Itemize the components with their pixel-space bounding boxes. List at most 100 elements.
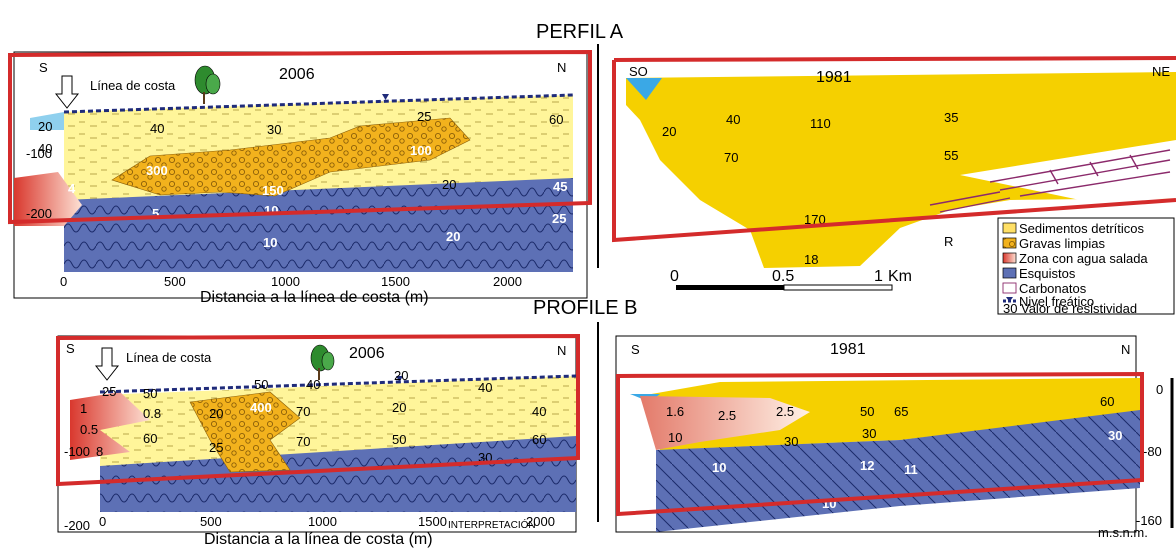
legend-swatch (1002, 222, 1017, 234)
depth-unit: m.s.n.m. (1098, 525, 1148, 540)
resistivity-value: 40 (306, 377, 320, 392)
coast-label: Línea de costa (90, 78, 176, 93)
x-tick-label: 2000 (526, 514, 555, 529)
x-axis-title: Distancia a la línea de costa (m) (200, 289, 429, 306)
direction-right: N (557, 343, 566, 358)
tree-icon (194, 65, 221, 104)
y-tick-label: -100 (26, 146, 52, 161)
x-tick-label: 500 (200, 514, 222, 529)
resistivity-value: 10 (668, 430, 682, 445)
resistivity-value: 25 (417, 109, 431, 124)
legend-swatch (1002, 252, 1017, 264)
direction-left: SO (629, 64, 648, 79)
legend-label: Carbonatos (1019, 281, 1087, 296)
highlight-frame (616, 371, 1144, 517)
sediment-layer (626, 72, 1176, 268)
water-table-line (99, 374, 577, 394)
resistivity-value: 40 (532, 404, 546, 419)
scale-tick: 1 (874, 268, 883, 285)
resistivity-value: 150 (262, 183, 284, 198)
resistivity-value: 0.8 (143, 406, 161, 421)
legend-value-label: Valor de resistividad (1021, 301, 1137, 316)
panel-year: 1981 (830, 341, 866, 358)
legend-label: Nivel freático (1019, 294, 1094, 309)
resistivity-value: 25 (209, 440, 223, 455)
resistivity-value: 25 (102, 384, 116, 399)
resistivity-value: 50 (254, 377, 268, 392)
panel-profile-a-1981: SO NE 1981 40 110 35 20 70 55 170 18 R (612, 56, 1176, 268)
water-table-marker-icon (382, 94, 389, 100)
resistivity-value: 1 (80, 401, 87, 416)
scale-tick: 0.5 (772, 268, 794, 285)
panel-year: 1981 (816, 69, 852, 86)
resistivity-value: 10 (263, 235, 277, 250)
x-tick-label: 1000 (271, 274, 300, 289)
saltwater-zone (14, 172, 82, 226)
resistivity-value: 40 (726, 112, 740, 127)
resistivity-value: 40 (150, 121, 164, 136)
resistivity-value: 2.5 (776, 404, 794, 419)
y-tick-label: -200 (26, 206, 52, 221)
panel-profile-b-1981: S N 1981 1.6 2.5 2.5 50 65 60 10 30 30 3… (615, 335, 1174, 540)
resistivity-value: 400 (250, 400, 272, 415)
resistivity-value: 70 (724, 150, 738, 165)
resistivity-value: 8 (96, 444, 103, 459)
resistivity-value: 30 (784, 434, 798, 449)
title-profile-b: PROFILE B (533, 297, 637, 319)
resistivity-value: 12 (860, 458, 874, 473)
resistivity-value: 70 (296, 404, 310, 419)
depth-tick: -160 (1136, 513, 1162, 528)
coast-label: Línea de costa (126, 350, 212, 365)
schist-layer (64, 178, 573, 272)
resistivity-value: 20 (38, 119, 52, 134)
depth-tick: 0 (1156, 382, 1163, 397)
schist-layer (656, 410, 1140, 532)
resistivity-value: 55 (944, 148, 958, 163)
direction-left: S (631, 342, 640, 357)
direction-left: S (39, 60, 48, 75)
legend-swatch (1002, 267, 1017, 279)
scale-tick: 0 (670, 268, 679, 285)
resistivity-value: 100 (410, 143, 432, 158)
saltwater-zone (640, 396, 810, 450)
legend: Sedimentos detríticos Gravas limpias Zon… (997, 217, 1175, 316)
resistivity-value: 20 (446, 229, 460, 244)
legend-label: Esquistos (1019, 266, 1076, 281)
resistivity-value: 170 (804, 212, 826, 227)
resistivity-value: 11 (904, 462, 918, 477)
highlight-frame (56, 333, 580, 487)
resistivity-value: 70 (296, 434, 310, 449)
carbonate-zone (960, 140, 1176, 200)
legend-swatch (1002, 282, 1017, 294)
gravel-lens (111, 117, 471, 197)
panel-profile-a-2006: Línea de costa 2006 S N 20 40 30 25 60 4… (8, 49, 592, 306)
gravel-lens (189, 391, 301, 473)
resistivity-value: 20 (392, 400, 406, 415)
resistivity-value: 2.5 (718, 408, 736, 423)
x-tick-label: 2000 (493, 274, 522, 289)
resistivity-value: 4 (68, 181, 76, 196)
resistivity-value: 5 (152, 206, 159, 221)
resistivity-value: 20 (209, 406, 223, 421)
x-axis-title: Distancia a la línea de costa (m) (204, 531, 433, 548)
coast-arrow-icon (94, 347, 120, 381)
resistivity-value: 110 (810, 116, 831, 131)
scale-bar: 0 0.5 1 Km (670, 268, 912, 291)
direction-right: NE (1152, 64, 1170, 79)
resistivity-value: 0.5 (80, 422, 98, 437)
resistivity-value: 300 (146, 163, 168, 178)
resistivity-value: 30 (862, 426, 876, 441)
resistivity-value: 65 (894, 404, 908, 419)
resistivity-value: 60 (532, 432, 546, 447)
direction-right: N (557, 60, 566, 75)
x-tick-label: 0 (99, 514, 106, 529)
resistivity-value: 30 (267, 122, 281, 137)
y-tick-label: -200 (64, 518, 90, 533)
resistivity-value: 50 (392, 432, 406, 447)
resistivity-value: 50 (143, 386, 157, 401)
x-tick-label: 0 (60, 274, 67, 289)
direction-right: N (1121, 342, 1130, 357)
resistivity-value: 1.6 (666, 404, 684, 419)
x-tick-label: 1500 (418, 514, 447, 529)
resistivity-value: 35 (944, 110, 958, 125)
